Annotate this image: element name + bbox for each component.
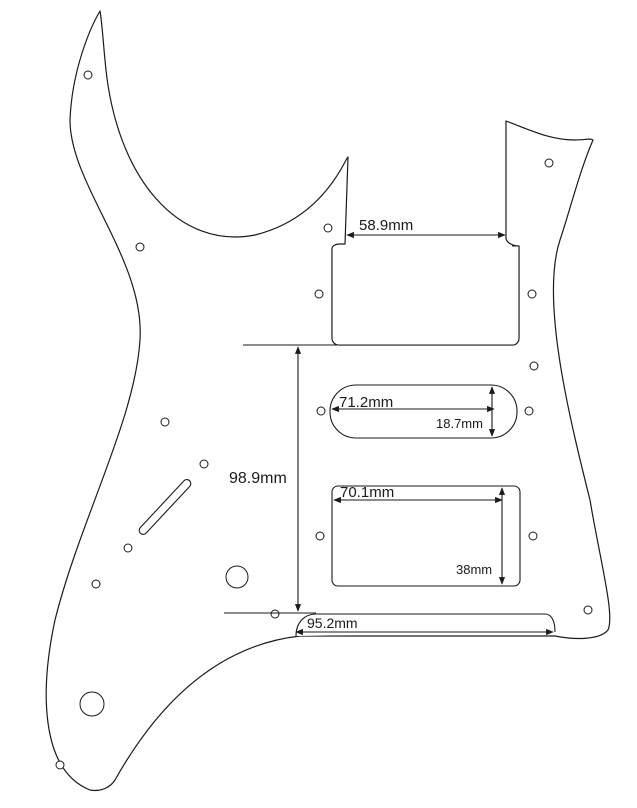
screw-hole <box>55 760 65 770</box>
screw-hole <box>316 406 326 416</box>
screw-hole <box>323 223 333 233</box>
screw-hole <box>91 579 101 589</box>
pot-hole-small <box>225 565 249 589</box>
screw-hole <box>123 543 133 553</box>
screw-holes <box>55 70 593 770</box>
label-vertical-span: 98.9mm <box>229 470 287 487</box>
screw-hole <box>314 289 324 299</box>
screw-hole <box>528 531 538 541</box>
label-bridge-height: 38mm <box>456 562 492 577</box>
bridge-pickup-cavity <box>331 485 521 587</box>
label-single-width: 71.2mm <box>339 394 393 411</box>
screw-hole <box>315 531 325 541</box>
middle-pickup-cavity <box>329 384 518 439</box>
label-bridge-width: 70.1mm <box>340 484 394 501</box>
screw-hole <box>135 242 145 252</box>
label-neck-width: 58.9mm <box>359 217 413 234</box>
screw-hole <box>527 289 537 299</box>
screw-hole <box>529 361 539 371</box>
screw-hole <box>544 158 554 168</box>
screw-hole <box>160 417 170 427</box>
label-bottom-width: 95.2mm <box>307 615 358 631</box>
screw-hole <box>199 459 209 469</box>
screw-hole <box>524 406 534 416</box>
switch-slot <box>138 479 192 535</box>
pot-hole-large <box>79 691 105 717</box>
label-single-height: 18.7mm <box>436 416 483 431</box>
screw-hole <box>583 605 593 615</box>
screw-hole <box>83 70 93 80</box>
screw-hole <box>270 609 280 619</box>
neck-pickup-cavity <box>331 245 520 346</box>
pickguard-outline <box>45 10 611 792</box>
